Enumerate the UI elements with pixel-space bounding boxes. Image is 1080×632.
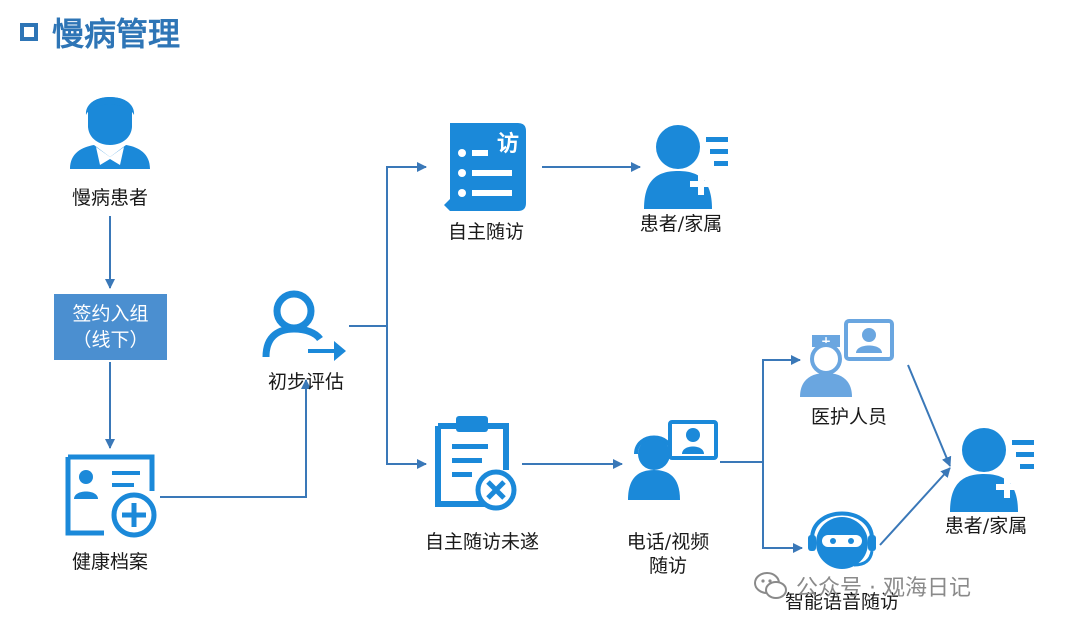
label-patient: 慢病患者: [71, 187, 149, 209]
user-assess-icon: [262, 290, 346, 361]
label-initial-assessment: 初步评估: [267, 371, 345, 393]
health-record-icon: [65, 454, 157, 538]
robot-icon: [808, 511, 876, 569]
wechat-icon: [754, 572, 787, 599]
patient-family-icon-right: [950, 428, 1034, 512]
phone-video-icon: [628, 420, 718, 500]
label-phone-video-line1: 电话/视频: [626, 531, 710, 553]
form-icon-char: 访: [497, 131, 519, 157]
label-followup-failed: 自主随访未遂: [424, 531, 540, 553]
arrow-branch-to-self-followup: [386, 162, 427, 326]
patient-family-icon-top: [644, 125, 728, 209]
label-phone-video: 电话/视频 随访: [627, 530, 709, 578]
arrow-ai-to-family: [879, 467, 951, 546]
nurse-icon: +: [800, 319, 894, 397]
patient-icon: [70, 97, 150, 169]
watermark: 公众号 · 观海日记: [754, 568, 971, 604]
watermark-text: 公众号 · 观海日记: [796, 576, 971, 601]
clipboard-failed-icon: [435, 416, 517, 511]
page-title-text: 慢病管理: [52, 15, 181, 53]
square-bullet-icon: [20, 23, 38, 41]
sign-line2: （线下）: [72, 329, 149, 351]
label-health-record: 健康档案: [71, 551, 149, 573]
label-patient-family-right: 患者/家属: [944, 515, 1028, 537]
connectors: [105, 162, 952, 553]
arrow-branch-to-medical-staff: [762, 355, 801, 462]
label-self-followup: 自主随访: [447, 221, 525, 243]
arrow-staff-to-family: [907, 364, 952, 467]
label-medical-staff: 医护人员: [810, 406, 888, 428]
label-ai-voice: 智能语音随访: [784, 591, 900, 613]
arrow-record-to-assessment: [160, 379, 311, 498]
followup-form-icon: 访: [444, 123, 526, 211]
label-phone-video-line2: 随访: [648, 555, 687, 577]
svg-text:+: +: [821, 334, 831, 348]
arrow-branch-to-followup-failed: [386, 326, 427, 469]
sign-line1: 签约入组: [72, 303, 149, 325]
arrow-branch-to-ai-voice: [762, 462, 803, 553]
page-title: 慢病管理: [20, 12, 181, 53]
label-patient-family-top: 患者/家属: [639, 213, 723, 235]
sign-enroll-box: 签约入组 （线下）: [54, 294, 167, 360]
